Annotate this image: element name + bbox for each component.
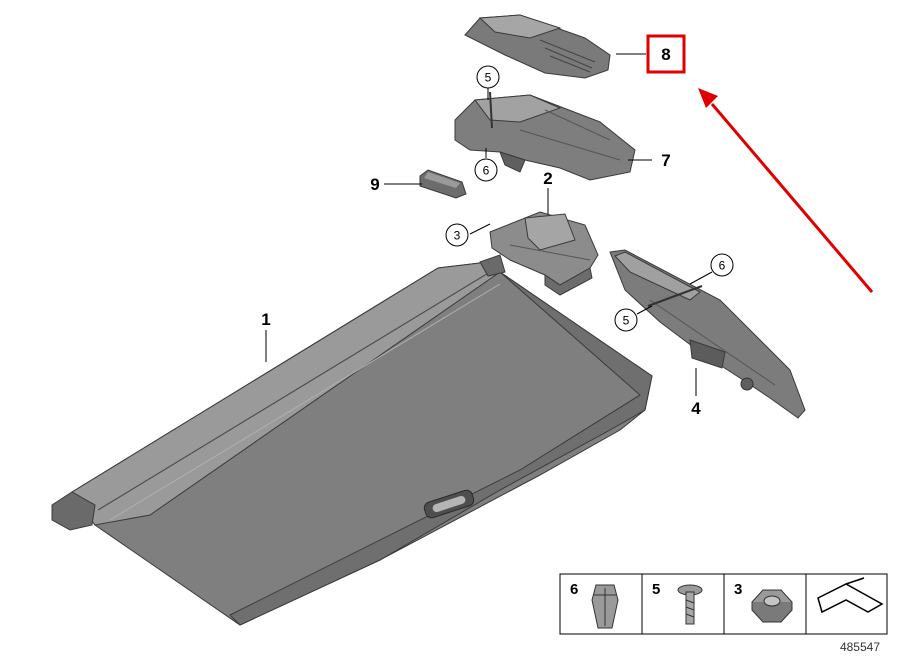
part-4-side-rail[interactable]	[609, 249, 806, 419]
callout-6-right: 6	[719, 259, 726, 273]
callout-7: 7	[661, 151, 670, 170]
callout-2: 2	[543, 169, 552, 188]
callout-8-highlight-box	[646, 34, 686, 74]
callout-8: 8	[661, 45, 670, 64]
legend-label-3: 3	[734, 581, 742, 598]
callout-1: 1	[261, 310, 270, 329]
callout-9: 9	[370, 175, 379, 194]
view-direction-arrow-icon	[817, 577, 884, 614]
callout-6-right-circle	[710, 253, 734, 277]
part-7-upper-trim[interactable]	[454, 94, 636, 181]
callout-5-right-circle	[614, 308, 638, 332]
part-9-clip[interactable]	[419, 169, 467, 199]
callout-6-top-circle	[474, 158, 498, 182]
screw-icon	[677, 584, 703, 625]
part-1-cargo-cover[interactable]	[51, 254, 653, 626]
fastener-legend: 6 5 3	[559, 573, 888, 635]
diagram-id: 485547	[840, 640, 880, 654]
part-2-bracket[interactable]	[489, 211, 599, 296]
hex-nut-icon	[751, 589, 793, 623]
clip-nut-icon	[591, 584, 619, 629]
red-arrow-icon	[698, 88, 874, 293]
callout-5-right: 5	[623, 314, 630, 328]
callout-5-top-circle	[476, 65, 500, 89]
legend-label-6: 6	[570, 581, 578, 598]
screw-5-right	[647, 285, 703, 307]
callout-3-circle	[445, 223, 469, 247]
callout-5-top: 5	[485, 71, 492, 85]
callout-4: 4	[691, 399, 701, 418]
legend-label-5: 5	[652, 581, 660, 598]
callout-3: 3	[454, 229, 461, 243]
screw-5-top	[489, 91, 493, 129]
callout-6-top: 6	[483, 164, 490, 178]
leader-lines	[265, 53, 713, 396]
part-8-cover[interactable]	[464, 14, 611, 79]
